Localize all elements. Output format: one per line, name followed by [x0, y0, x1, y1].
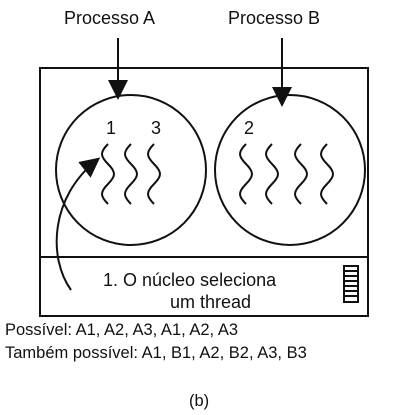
process-b-label: Processo B: [228, 8, 320, 28]
run-queue-icon: [343, 265, 359, 303]
thread-icon-a1: [101, 143, 115, 205]
system-frame: [39, 67, 369, 317]
process-a-label: Processo A: [64, 8, 155, 28]
figure-caption: (b): [189, 392, 209, 410]
also-possible-sequence-text: Também possível: A1, B1, A2, B2, A3, B3: [5, 344, 307, 362]
kernel-selection-arrow: [55, 157, 101, 291]
thread-icon-b1: [239, 143, 253, 205]
process-b-circle: [214, 94, 366, 246]
thread-icon-a3: [147, 143, 161, 205]
kernel-text-line2: um thread: [170, 292, 251, 312]
thread-label-a3: 3: [151, 118, 161, 138]
thread-label-a1: 1: [106, 118, 116, 138]
process-a-circle: [55, 94, 207, 246]
possible-sequence-text: Possível: A1, A2, A3, A1, A2, A3: [5, 321, 238, 339]
thread-icon-a2: [124, 143, 138, 205]
thread-icon-b2: [265, 143, 279, 205]
kernel-text-line1: 1. O núcleo seleciona: [103, 270, 277, 290]
thread-label-b2: 2: [244, 118, 254, 138]
thread-icon-b4: [320, 143, 334, 205]
thread-icon-b3: [294, 143, 308, 205]
